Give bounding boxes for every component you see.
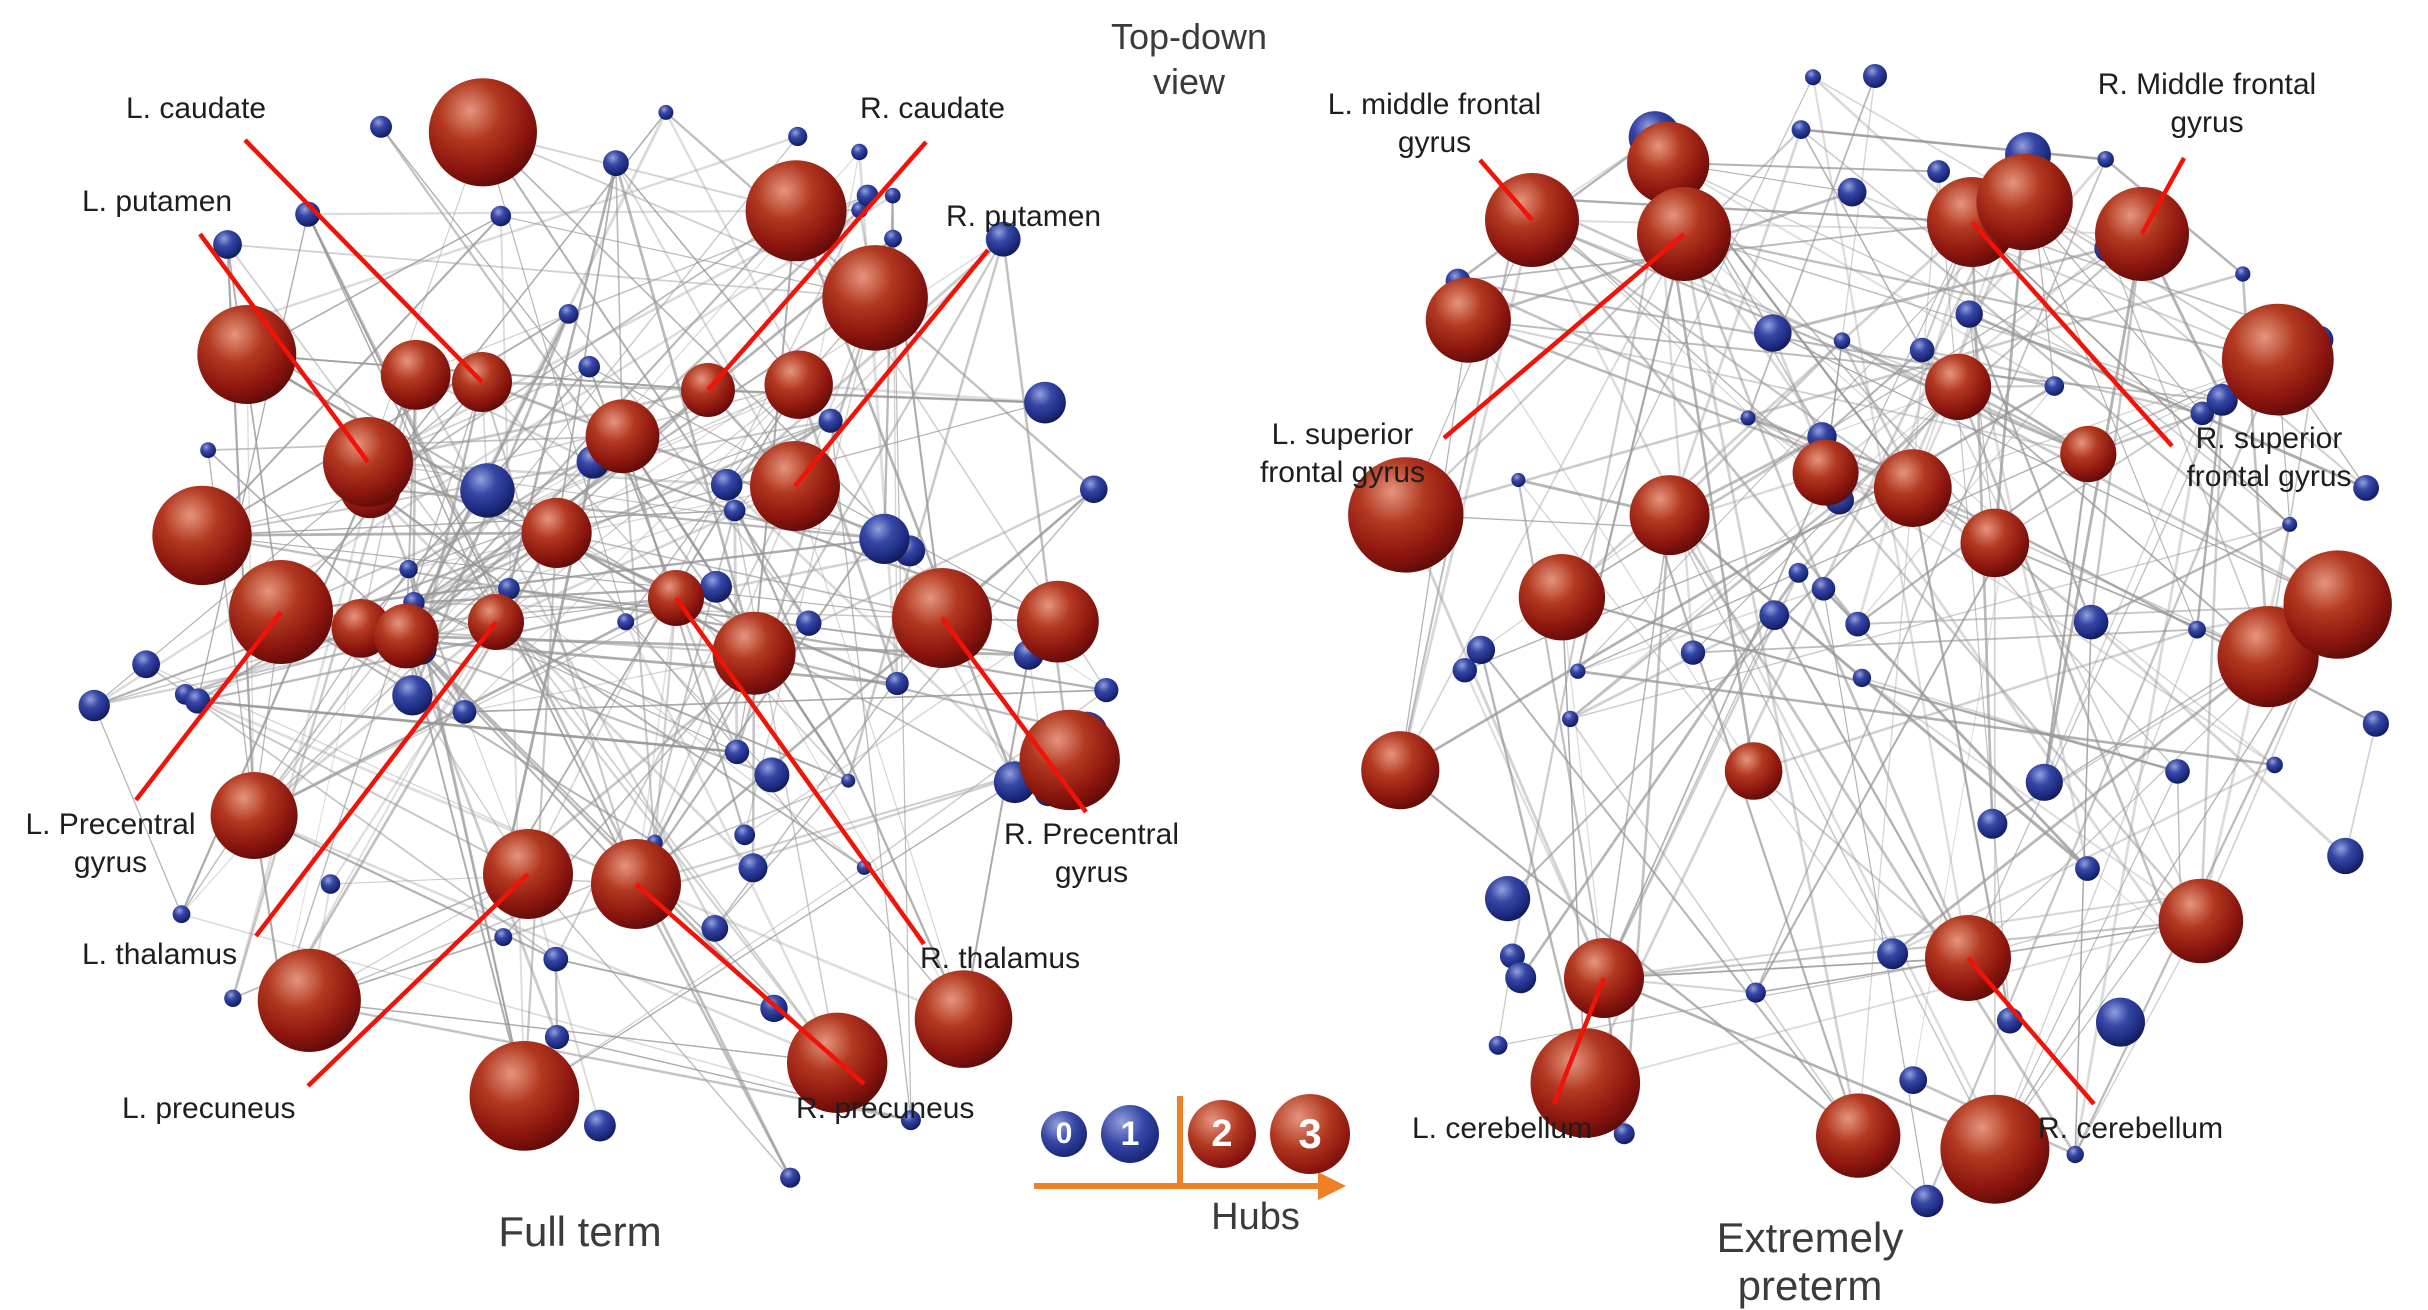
- label-right-superior-frontal-gyrus: R. superior frontal gyrus: [2164, 420, 2374, 495]
- legend-hub-score-3: 3: [1270, 1094, 1350, 1174]
- legend-label-3: 3: [1298, 1110, 1321, 1158]
- label-left-precuneus: L. precuneus: [122, 1090, 307, 1128]
- legend-label-2: 2: [1211, 1113, 1232, 1156]
- figure-title: Top-down view: [1084, 14, 1294, 104]
- label-left-superior-frontal-gyrus: L. superior frontal gyrus: [1240, 416, 1445, 491]
- label-right-precentral-gyrus: R. Precentral gyrus: [994, 816, 1189, 891]
- label-right-putamen: R. putamen: [946, 198, 1131, 236]
- legend-hubs-caption: Hubs: [1168, 1196, 1343, 1239]
- caption-full-term: Full term: [420, 1208, 740, 1256]
- legend-hub-score-1: 1: [1101, 1105, 1159, 1163]
- label-right-caudate: R. caudate: [860, 90, 1030, 128]
- label-left-caudate: L. caudate: [126, 90, 296, 128]
- label-right-cerebellum: R. cerebellum: [2038, 1110, 2228, 1148]
- label-right-middle-frontal-gyrus: R. Middle frontal gyrus: [2082, 66, 2332, 141]
- network-nodes-1: [1348, 64, 2392, 1217]
- caption-extremely-preterm: Extremely preterm: [1640, 1214, 1980, 1310]
- legend-label-0: 0: [1056, 1117, 1073, 1151]
- label-left-precentral-gyrus: L. Precentral gyrus: [8, 806, 213, 881]
- label-right-thalamus: R. thalamus: [920, 940, 1100, 978]
- label-right-precuneus: R. precuneus: [796, 1090, 991, 1128]
- label-left-cerebellum: L. cerebellum: [1412, 1110, 1602, 1148]
- label-left-middle-frontal-gyrus: L. middle frontal gyrus: [1312, 86, 1557, 161]
- legend-hub-score-2: 2: [1188, 1100, 1256, 1168]
- label-left-thalamus: L. thalamus: [82, 936, 257, 974]
- legend-hub-score-0: 0: [1041, 1111, 1087, 1157]
- label-left-putamen: L. putamen: [82, 183, 262, 221]
- legend-label-1: 1: [1121, 1115, 1140, 1154]
